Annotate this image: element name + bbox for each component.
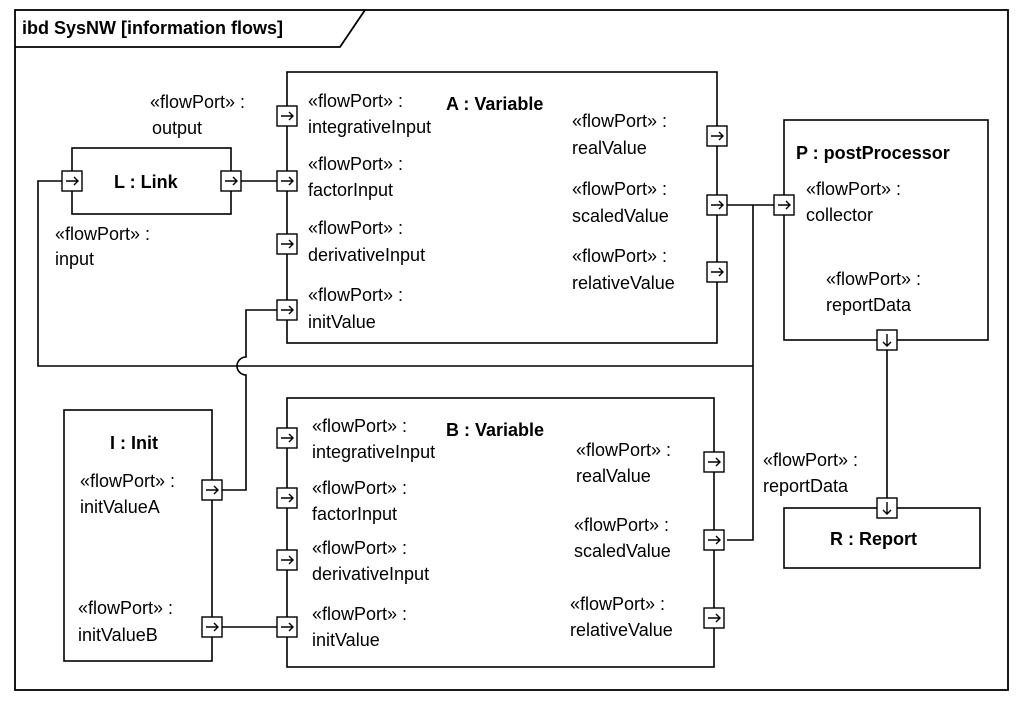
flow-port-out-icon xyxy=(706,125,728,147)
port-p-report-name: reportData xyxy=(826,295,912,315)
port-stereotype: «flowPort» : xyxy=(763,450,858,470)
flow-port-in-icon xyxy=(276,170,298,192)
flow-port-in-icon xyxy=(276,549,298,571)
port-name: integrativeInput xyxy=(312,442,435,462)
port-name: realValue xyxy=(576,466,651,486)
port-stereotype: «flowPort» : xyxy=(312,604,407,624)
flow-port-out-icon xyxy=(703,607,725,629)
flow-port-out-icon xyxy=(876,329,898,351)
port-a-scaled-value: «flowPort» : scaledValue xyxy=(572,179,728,226)
block-i-init: I : Init «flowPort» : initValueA «flowPo… xyxy=(63,409,223,662)
port-a-integrative-input: «flowPort» : integrativeInput xyxy=(276,91,431,137)
port-l-output-name: output xyxy=(152,118,202,138)
connector-a-scaled-to-l-input xyxy=(37,180,753,367)
block-a-title: A : Variable xyxy=(446,94,543,114)
flow-port-out-icon xyxy=(706,261,728,283)
port-b-scaled-value: «flowPort» : scaledValue xyxy=(574,515,725,561)
block-b-title: B : Variable xyxy=(446,420,544,440)
connector-b-scaled-to-p-collector xyxy=(727,205,754,541)
port-stereotype: «flowPort» : xyxy=(80,471,175,491)
port-stereotype: «flowPort» : xyxy=(312,478,407,498)
port-stereotype: «flowPort» : xyxy=(150,92,245,112)
port-name: derivativeInput xyxy=(308,245,425,265)
flow-port-in-icon xyxy=(61,170,83,192)
port-name: factorInput xyxy=(308,180,393,200)
block-l-title: L : Link xyxy=(114,172,179,192)
flow-port-out-icon xyxy=(706,194,728,216)
port-stereotype: «flowPort» : xyxy=(312,416,407,436)
flow-port-out-icon xyxy=(703,451,725,473)
port-r-report-name: reportData xyxy=(763,476,849,496)
port-b-integrative-input: «flowPort» : integrativeInput xyxy=(276,416,435,462)
port-i-b-name: initValueB xyxy=(78,625,158,645)
block-r-title: R : Report xyxy=(830,529,917,549)
flow-port-in-icon xyxy=(276,233,298,255)
port-name: derivativeInput xyxy=(312,564,429,584)
port-b-derivative-input: «flowPort» : derivativeInput xyxy=(276,538,429,584)
flow-port-in-icon xyxy=(276,427,298,449)
port-stereotype: «flowPort» : xyxy=(572,179,667,199)
connectors xyxy=(37,180,888,628)
port-a-factor-input: «flowPort» : factorInput xyxy=(276,154,403,200)
flow-port-out-icon xyxy=(201,616,223,638)
connector-i-a-to-a-init xyxy=(222,309,277,491)
port-stereotype: «flowPort» : xyxy=(308,285,403,305)
port-a-derivative-input: «flowPort» : derivativeInput xyxy=(276,218,425,265)
flow-port-out-icon xyxy=(220,170,242,192)
block-i-title: I : Init xyxy=(110,433,158,453)
port-name: realValue xyxy=(572,138,647,158)
port-stereotype: «flowPort» : xyxy=(572,111,667,131)
port-i-a-name: initValueA xyxy=(80,497,160,517)
port-stereotype: «flowPort» : xyxy=(570,594,665,614)
flow-port-in-icon xyxy=(773,194,795,216)
port-stereotype: «flowPort» : xyxy=(308,91,403,111)
flow-port-in-icon xyxy=(876,497,898,519)
port-b-real-value: «flowPort» : realValue xyxy=(576,440,725,486)
block-p-postprocessor: P : postProcessor «flowPort» : collector… xyxy=(773,119,989,351)
port-name: scaledValue xyxy=(574,541,671,561)
block-a-variable: A : Variable «flowPort» : integrativeInp… xyxy=(276,71,728,344)
port-stereotype: «flowPort» : xyxy=(574,515,669,535)
port-stereotype: «flowPort» : xyxy=(55,224,150,244)
port-name: initValue xyxy=(312,630,380,650)
port-l-input-name: input xyxy=(55,249,94,269)
port-stereotype: «flowPort» : xyxy=(78,598,173,618)
flow-port-in-icon xyxy=(276,487,298,509)
port-stereotype: «flowPort» : xyxy=(312,538,407,558)
block-l-link: L : Link «flowPort» : output «flowPort» … xyxy=(55,92,245,269)
port-b-relative-value: «flowPort» : relativeValue xyxy=(570,594,725,640)
flow-port-in-icon xyxy=(276,299,298,321)
block-r-report: R : Report «flowPort» : reportData xyxy=(763,450,981,569)
port-name: integrativeInput xyxy=(308,117,431,137)
port-a-relative-value: «flowPort» : relativeValue xyxy=(572,246,728,293)
port-stereotype: «flowPort» : xyxy=(572,246,667,266)
port-stereotype: «flowPort» : xyxy=(806,179,901,199)
port-b-init-value: «flowPort» : initValue xyxy=(276,604,407,650)
port-a-real-value: «flowPort» : realValue xyxy=(572,111,728,158)
flow-port-in-icon xyxy=(276,105,298,127)
port-a-init-value: «flowPort» : initValue xyxy=(276,285,403,332)
flow-port-out-icon xyxy=(201,479,223,501)
block-p-title: P : postProcessor xyxy=(796,143,950,163)
port-p-collector-name: collector xyxy=(806,205,873,225)
flow-port-in-icon xyxy=(276,616,298,638)
port-name: scaledValue xyxy=(572,206,669,226)
frame-title: ibd SysNW [information flows] xyxy=(22,18,283,38)
flow-port-out-icon xyxy=(703,529,725,551)
port-name: relativeValue xyxy=(570,620,673,640)
port-stereotype: «flowPort» : xyxy=(308,154,403,174)
block-b-variable: B : Variable «flowPort» : integrativeInp… xyxy=(276,397,725,668)
port-name: initValue xyxy=(308,312,376,332)
port-b-factor-input: «flowPort» : factorInput xyxy=(276,478,407,524)
port-name: relativeValue xyxy=(572,273,675,293)
port-stereotype: «flowPort» : xyxy=(308,218,403,238)
port-name: factorInput xyxy=(312,504,397,524)
port-stereotype: «flowPort» : xyxy=(826,269,921,289)
port-stereotype: «flowPort» : xyxy=(576,440,671,460)
